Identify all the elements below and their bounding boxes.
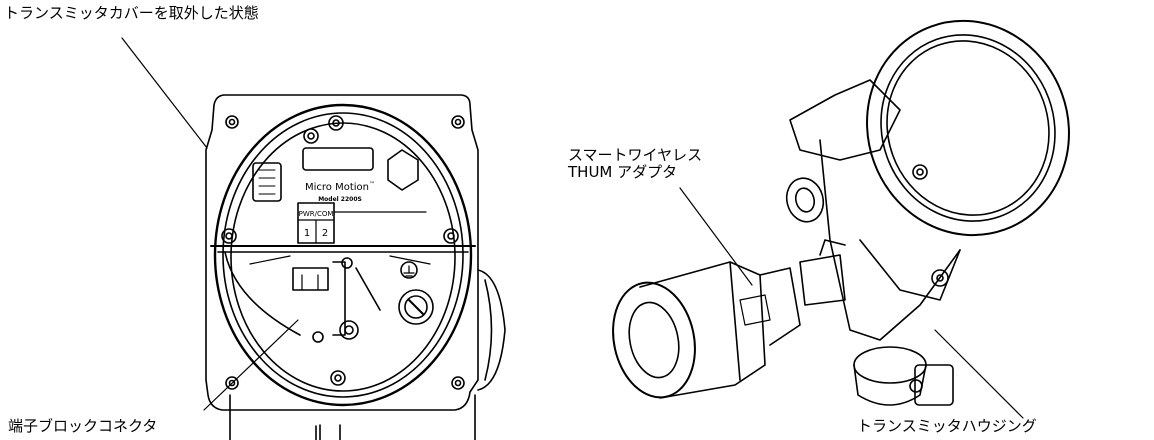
device-model: Model 2200S xyxy=(318,196,362,203)
transmitter-front-view xyxy=(205,94,506,440)
terminal-2-label: 2 xyxy=(322,228,328,239)
transmitter-housing-view xyxy=(612,19,1070,406)
label-terminal-block: 端子ブロックコネクタ xyxy=(8,417,158,435)
label-cover-removed: トランスミッタカバーを取外した状態 xyxy=(4,4,259,22)
label-thum-line2: THUM アダプタ xyxy=(568,163,678,181)
leader-lines xyxy=(121,37,1024,419)
terminal-1-label: 1 xyxy=(304,228,310,239)
bolt-holes xyxy=(225,115,465,390)
svg-text:Micro Motion™: Micro Motion™ xyxy=(305,181,375,193)
label-thum-adapter: スマートワイヤレス THUM アダプタ xyxy=(568,147,702,181)
device-brand: Micro Motion xyxy=(305,182,369,193)
label-transmitter-housing: トランスミッタハウジング xyxy=(857,417,1037,435)
label-thum-line1: スマートワイヤレス xyxy=(568,146,703,164)
thum-adapter xyxy=(612,239,846,399)
terminal-header: PWR/COM xyxy=(299,210,334,218)
device-trademark: ™ xyxy=(369,181,375,188)
